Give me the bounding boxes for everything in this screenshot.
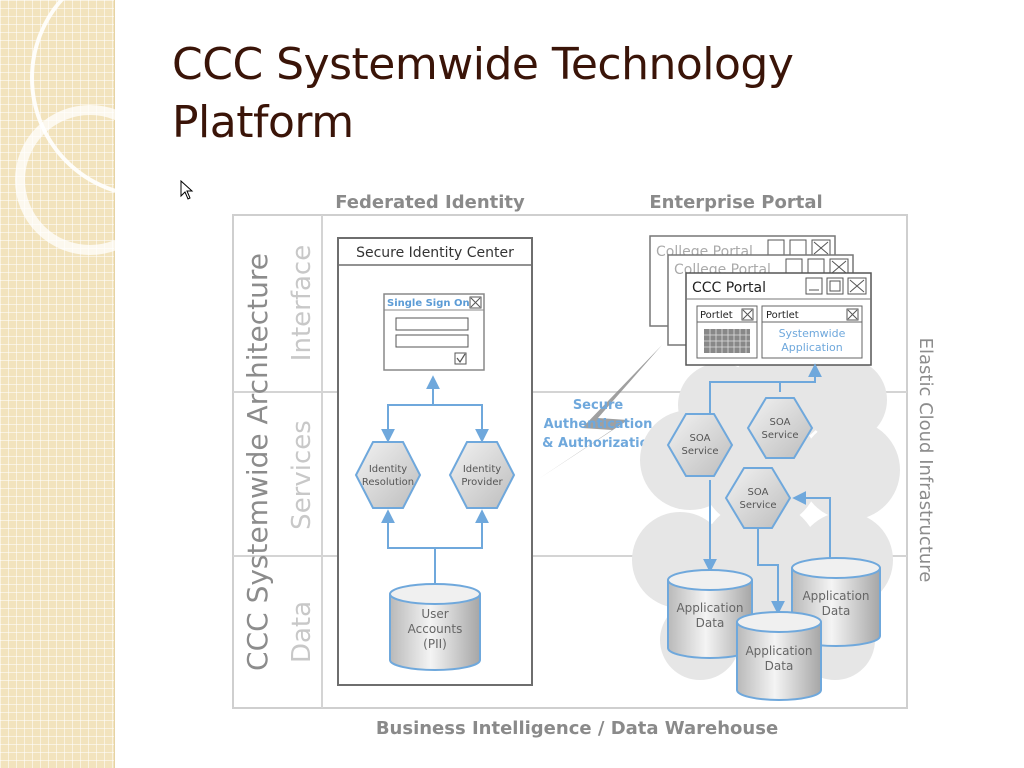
application-data-database-2: Application Data bbox=[736, 611, 822, 701]
mouse-pointer-icon bbox=[180, 180, 194, 200]
interface-row-label: Interface bbox=[287, 245, 317, 361]
services-row-label: Services bbox=[287, 420, 317, 530]
svg-text:Portlet: Portlet bbox=[700, 310, 733, 321]
svg-text:Provider: Provider bbox=[461, 477, 503, 488]
svg-text:Service: Service bbox=[762, 430, 799, 441]
single-sign-on-title: Single Sign On bbox=[387, 298, 470, 309]
svg-text:Application: Application bbox=[781, 341, 842, 354]
secure-identity-center-title: Secure Identity Center bbox=[356, 245, 514, 261]
secure-auth-label-3: & Authorization bbox=[542, 436, 658, 451]
svg-text:Portlet: Portlet bbox=[766, 310, 799, 321]
ccc-architecture-vertical-label: CCC Systemwide Architecture bbox=[241, 253, 274, 671]
svg-text:User: User bbox=[421, 607, 448, 621]
identity-provider-node: Identity Provider bbox=[448, 441, 516, 509]
enterprise-portal-header: Enterprise Portal bbox=[649, 192, 822, 213]
single-sign-on-window: Single Sign On bbox=[383, 293, 485, 371]
federated-identity-header: Federated Identity bbox=[335, 192, 525, 213]
svg-text:Identity: Identity bbox=[369, 464, 407, 475]
secure-auth-label-1: Secure bbox=[573, 398, 624, 413]
svg-text:Accounts: Accounts bbox=[408, 622, 463, 636]
cloud-arrows bbox=[703, 363, 831, 615]
slide-title: CCC Systemwide Technology Platform bbox=[172, 36, 972, 152]
decorative-rings bbox=[15, 0, 240, 255]
portlet-2 bbox=[761, 305, 863, 359]
svg-text:SOA: SOA bbox=[748, 487, 769, 498]
business-intelligence-label: Business Intelligence / Data Warehouse bbox=[376, 718, 778, 739]
svg-text:Application: Application bbox=[745, 644, 812, 658]
slide-title-line-1: CCC Systemwide Technology bbox=[172, 39, 794, 90]
svg-text:Service: Service bbox=[740, 500, 777, 511]
svg-text:Application: Application bbox=[676, 601, 743, 615]
secure-connection-bolt bbox=[540, 345, 662, 478]
svg-text:Systemwide: Systemwide bbox=[779, 327, 846, 340]
soa-service-node-2: SOA Service bbox=[746, 397, 814, 459]
svg-text:Resolution: Resolution bbox=[362, 477, 414, 488]
application-data-database-3: Application Data bbox=[791, 557, 881, 647]
sso-username-field bbox=[395, 317, 469, 331]
svg-text:(PII): (PII) bbox=[423, 637, 447, 651]
user-accounts-database: User Accounts (PII) bbox=[389, 583, 481, 671]
secure-auth-label-2: Authentication bbox=[544, 417, 653, 432]
sso-password-field bbox=[395, 334, 469, 348]
data-row-label: Data bbox=[287, 601, 317, 663]
svg-text:SOA: SOA bbox=[770, 417, 791, 428]
minimize-icon bbox=[805, 277, 823, 295]
svg-text:Service: Service bbox=[682, 446, 719, 457]
svg-text:SOA: SOA bbox=[690, 433, 711, 444]
elastic-cloud-vertical-label: Elastic Cloud Infrastructure bbox=[915, 338, 936, 583]
svg-text:Identity: Identity bbox=[463, 464, 501, 475]
sso-checkbox-icon bbox=[454, 352, 467, 365]
identity-resolution-node: Identity Resolution bbox=[354, 441, 422, 509]
svg-text:Application: Application bbox=[802, 589, 869, 603]
svg-text:Data: Data bbox=[822, 604, 851, 618]
svg-text:Data: Data bbox=[765, 659, 794, 673]
identity-arrows bbox=[381, 375, 489, 586]
slide-title-line-2: Platform bbox=[172, 97, 354, 148]
decorative-side-band bbox=[0, 0, 115, 768]
maximize-icon bbox=[826, 277, 844, 295]
ccc-portal-window: CCC Portal Portlet Portlet Systemwide Ap… bbox=[685, 272, 872, 366]
soa-service-node-1: SOA Service bbox=[666, 413, 734, 477]
soa-service-node-3: SOA Service bbox=[724, 467, 792, 529]
calendar-grid-icon bbox=[704, 329, 750, 353]
svg-text:Data: Data bbox=[696, 616, 725, 630]
svg-text:CCC Portal: CCC Portal bbox=[692, 280, 766, 296]
